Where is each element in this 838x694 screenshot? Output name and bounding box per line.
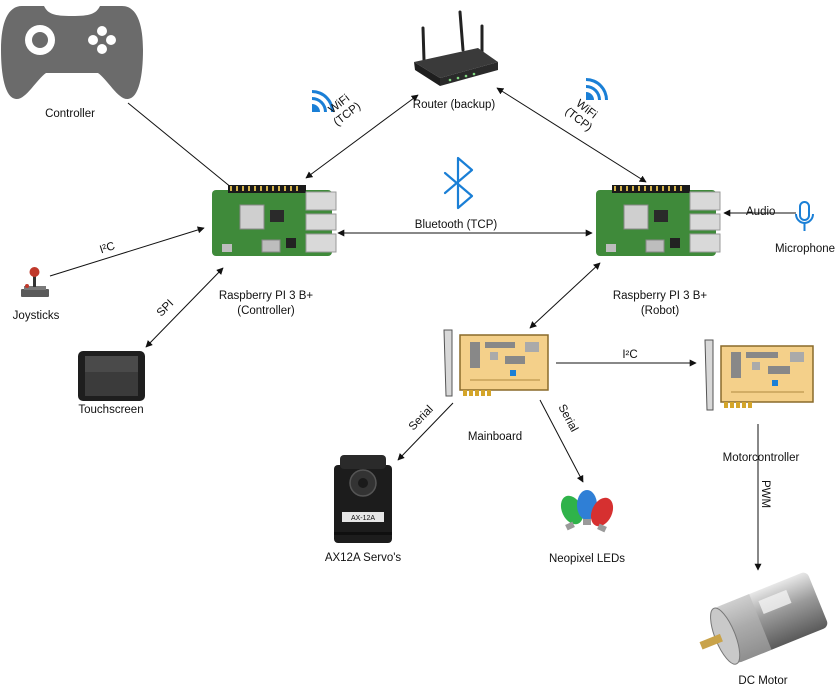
rpi-controller-role: (Controller) [237, 305, 295, 317]
joysticks-label: Joysticks [12, 310, 60, 322]
joystick-icon [21, 267, 49, 297]
rpi-controller-name: Raspberry PI 3 B+ [218, 290, 314, 302]
mainboard-card-icon [443, 329, 549, 397]
edge-router-rpi-controller [305, 94, 419, 179]
servo-sticker-text: AX-12A [351, 515, 375, 522]
edge-serial-leds [539, 399, 584, 483]
bluetooth-label: Bluetooth (TCP) [414, 219, 498, 231]
touchscreen-icon [78, 351, 145, 401]
edge-spi [145, 267, 224, 348]
dc-motor-label: DC Motor [738, 675, 788, 687]
motorcontroller-label: Motorcontroller [722, 452, 800, 464]
rpi-robot-role: (Robot) [640, 305, 680, 317]
microphone-label: Microphone [774, 243, 836, 255]
microphone-icon [795, 201, 814, 231]
servo-icon: AX-12A [334, 455, 392, 543]
edge-controller-rpi [127, 102, 233, 189]
router-label: Router (backup) [412, 99, 496, 111]
wifi-icon [586, 78, 608, 100]
rpi-robot-label: Raspberry PI 3 B+ (Robot) [613, 289, 707, 319]
rpi-robot-name: Raspberry PI 3 B+ [612, 290, 708, 302]
connections [49, 87, 796, 571]
edge-router-rpi-robot [496, 87, 647, 183]
mainboard-label: Mainboard [467, 431, 523, 443]
gamepad-icon [1, 6, 143, 100]
audio-label: Audio [746, 206, 776, 218]
edge-robot-mainboard [529, 262, 601, 329]
pwm-label: PWM [759, 480, 771, 509]
i2c-motor-label: I²C [622, 349, 638, 361]
edge-joysticks-i2c [49, 226, 205, 277]
raspberry-pi-board [212, 185, 337, 256]
leds-label: Neopixel LEDs [548, 553, 626, 565]
controller-label: Controller [45, 108, 95, 120]
rpi-controller-label: Raspberry PI 3 B+ (Controller) [219, 289, 313, 319]
router-icon [414, 10, 498, 86]
neopixel-led-icon [560, 490, 614, 533]
touchscreen-label: Touchscreen [78, 404, 144, 416]
wifi-icon [312, 90, 334, 112]
bluetooth-icon [443, 156, 474, 210]
dc-motor-icon [699, 572, 828, 665]
servos-label: AX12A Servo's [324, 552, 402, 564]
raspberry-pi-board [596, 185, 721, 256]
edge-serial-servos [397, 402, 454, 461]
motorcontroller-card-icon [704, 339, 814, 411]
